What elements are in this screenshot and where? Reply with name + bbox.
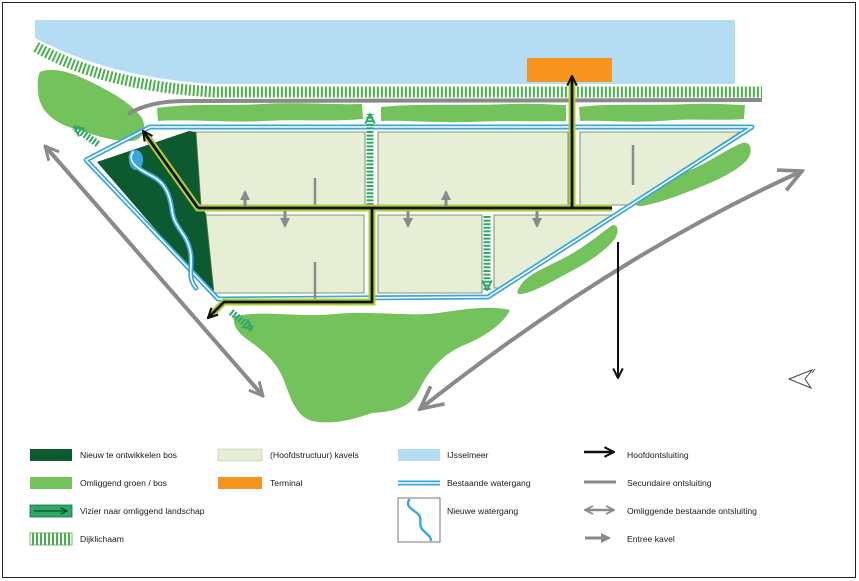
- parcel: [377, 131, 569, 206]
- striped-swatch: [29, 532, 73, 546]
- legend-label: Dijklichaam: [80, 534, 124, 544]
- existing-waterway: [83, 124, 755, 302]
- green-strip-3: [579, 103, 745, 122]
- surrounding-road-curve: [420, 171, 802, 409]
- legend-label: (Hoofdstructuur) kavels: [270, 450, 359, 460]
- parcel: [377, 214, 483, 294]
- parcels: [195, 131, 742, 294]
- legend-item-sightline: Vizier naar omliggend landschap: [29, 504, 205, 518]
- legend-label: Vizier naar omliggend landschap: [80, 506, 205, 516]
- legend-label: Secundaire ontsluiting: [627, 478, 712, 488]
- legend-label: Terminal: [270, 478, 303, 488]
- legend-label: Hoofdontsluiting: [627, 450, 689, 460]
- surrounding-road-top: [126, 98, 763, 116]
- existing-waterway-inner: [85, 126, 753, 300]
- legend-item-new-waterway: Nieuwe watergang: [397, 497, 518, 543]
- legend-label: Entree kavel: [627, 534, 675, 544]
- legend-label: IJsselmeer: [447, 450, 489, 460]
- green-strip-2: [381, 103, 566, 123]
- parcel: [195, 131, 366, 206]
- meander-icon: [406, 498, 433, 542]
- ijsselmeer-lake: [35, 20, 735, 84]
- legend-item-dike: Dijklichaam: [29, 532, 124, 546]
- terminal: [527, 58, 612, 82]
- legend-label: Nieuwe watergang: [447, 506, 518, 516]
- legend-item-terminal: Terminal: [218, 477, 303, 489]
- sightline-vizier: [228, 309, 255, 332]
- light-blue-swatch: [398, 449, 440, 461]
- new-waterway-stream-inner: [130, 151, 197, 289]
- legend-label: Omliggend groen / bos: [80, 478, 167, 488]
- orange-swatch: [218, 477, 262, 489]
- legend-item-parcel-entry: Entree kavel: [585, 533, 675, 544]
- legend-item-forest: Nieuw te ontwikkelen bos: [30, 449, 177, 461]
- parcel: [205, 214, 365, 294]
- new-waterway: [128, 149, 199, 291]
- surrounding-road-left: [45, 146, 263, 396]
- legend-label: Omliggende bestaande ontsluiting: [627, 506, 757, 516]
- forest-area: [97, 131, 214, 297]
- legend: Nieuw te ontwikkelen bos Omliggend groen…: [29, 448, 757, 546]
- sightline-vizier: [71, 124, 101, 147]
- surrounding-existing-roads: [45, 98, 802, 409]
- main-road-segment: [143, 131, 200, 209]
- parcel-entries: [240, 190, 542, 228]
- legend-item-secondary-access: Secundaire ontsluiting: [584, 478, 712, 488]
- legend-label: Nieuw te ontwikkelen bos: [80, 450, 177, 460]
- legend-item-parcels: (Hoofdstructuur) kavels: [217, 448, 359, 462]
- dark-green-swatch: [30, 449, 72, 461]
- main-road-segment: [208, 208, 374, 318]
- dike: [33, 42, 762, 98]
- green-swatch: [30, 477, 72, 489]
- legend-item-existing-waterway: Bestaande watergang: [398, 478, 531, 488]
- green-area-bottom: [233, 307, 510, 423]
- legend-label: Bestaande watergang: [447, 478, 531, 488]
- legend-item-surrounding-access: Omliggende bestaande ontsluiting: [585, 506, 757, 516]
- meander-icon-frame: [397, 497, 441, 543]
- north-arrow-icon: [787, 368, 816, 390]
- green-area-left: [37, 69, 145, 142]
- light-green-swatch: [217, 448, 263, 462]
- legend-item-surrounding-green: Omliggend groen / bos: [30, 477, 167, 489]
- legend-item-main-access: Hoofdontsluiting: [584, 450, 689, 460]
- main-road: [143, 76, 618, 378]
- sightlines: [71, 114, 487, 332]
- legend-item-ijsselmeer: IJsselmeer: [398, 449, 489, 461]
- map-area: [33, 20, 816, 423]
- green-strip-1: [157, 103, 363, 122]
- secondary-roads: [313, 145, 635, 300]
